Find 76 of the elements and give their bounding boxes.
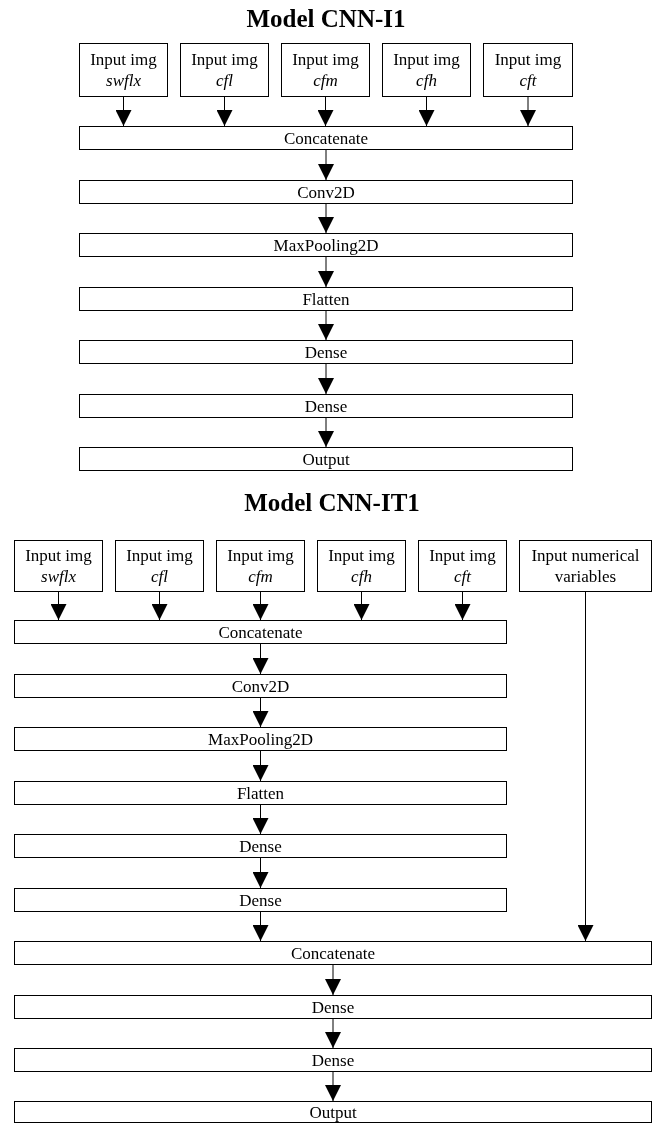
arrow xyxy=(318,417,334,448)
layer-box: Dense xyxy=(14,888,507,912)
input-label: Input img xyxy=(328,545,395,566)
layer-box: Input numerical variables xyxy=(519,540,652,592)
variable-name: cfm xyxy=(248,566,273,587)
layer-box xyxy=(418,540,507,592)
layer-box: Dense xyxy=(79,340,573,364)
layer-box xyxy=(14,540,103,592)
layer-box: Dense xyxy=(14,995,652,1019)
layer-box xyxy=(180,43,269,97)
arrow xyxy=(252,643,269,675)
layer-box: Output xyxy=(14,1101,652,1123)
variable-name: cfm xyxy=(313,70,338,91)
layer-box xyxy=(281,43,370,97)
variable-name: cft xyxy=(519,70,537,91)
input-label: Input img xyxy=(191,49,258,70)
arrow xyxy=(318,310,334,341)
layer-box xyxy=(216,540,305,592)
variable-name: cfh xyxy=(416,70,437,91)
input-label: Input img xyxy=(126,545,193,566)
arrow xyxy=(50,591,67,621)
input-label: Input img xyxy=(429,545,496,566)
layer-box: Concatenate xyxy=(14,620,507,644)
arrow xyxy=(325,1071,341,1102)
arrow xyxy=(318,363,334,395)
model-heading: Model CNN-I1 xyxy=(246,4,406,34)
layer-box xyxy=(115,540,204,592)
layer-box xyxy=(317,540,406,592)
arrow xyxy=(418,96,435,127)
arrow xyxy=(252,804,269,835)
layer-box: Dense xyxy=(14,1048,652,1072)
arrow xyxy=(353,591,370,621)
layer-box: Concatenate xyxy=(14,941,652,965)
layer-box: Concatenate xyxy=(79,126,573,150)
layer-box: MaxPooling2D xyxy=(14,727,507,751)
variable-name: cft xyxy=(454,566,471,587)
layer-box: Conv2D xyxy=(14,674,507,698)
arrow xyxy=(115,96,132,127)
input-label: Input img xyxy=(227,545,294,566)
variable-name: cfl xyxy=(216,70,233,91)
layer-box: Dense xyxy=(79,394,573,418)
arrow xyxy=(216,96,233,127)
variable-name: cfh xyxy=(351,566,372,587)
arrow xyxy=(252,750,269,782)
arrow xyxy=(151,591,168,621)
layer-box: Flatten xyxy=(14,781,507,805)
layer-box: Conv2D xyxy=(79,180,573,204)
model-heading: Model CNN-IT1 xyxy=(244,488,420,518)
input-label: Input img xyxy=(25,545,92,566)
layer-box: Flatten xyxy=(79,287,573,311)
input-label: Input img xyxy=(494,49,562,70)
arrow xyxy=(520,96,536,127)
arrow xyxy=(252,697,269,728)
arrow xyxy=(252,591,269,621)
layer-box: Dense xyxy=(14,834,507,858)
layer-box xyxy=(382,43,471,97)
layer-box: MaxPooling2D xyxy=(79,233,573,257)
input-label: Input img xyxy=(292,49,359,70)
variable-name: cfl xyxy=(151,566,168,587)
arrow xyxy=(325,964,341,996)
arrow xyxy=(325,1018,341,1049)
arrow xyxy=(318,256,334,288)
input-label: Input img xyxy=(90,49,157,70)
arrow xyxy=(318,203,334,234)
variable-name: swflx xyxy=(41,566,76,587)
arrow xyxy=(252,857,269,889)
layer-box xyxy=(79,43,168,97)
arrow xyxy=(318,149,334,181)
layer-box: Output xyxy=(79,447,573,471)
arrow xyxy=(252,911,269,942)
layer-box xyxy=(483,43,573,97)
arrow xyxy=(317,96,334,127)
input-label: Input img xyxy=(393,49,460,70)
variable-name: swflx xyxy=(106,70,141,91)
arrow xyxy=(454,591,471,621)
arrow xyxy=(577,591,594,942)
